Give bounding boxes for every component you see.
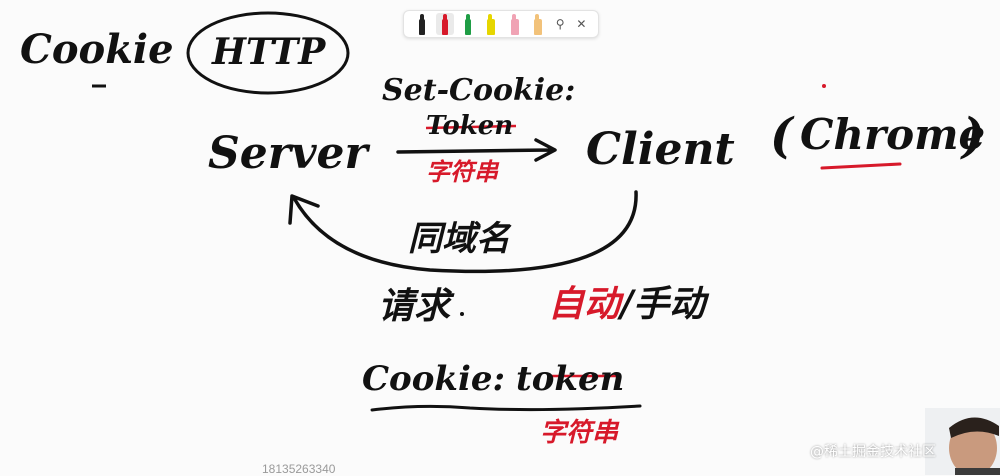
auto-label: 自动 [548, 283, 621, 325]
return-curve-arrow [292, 190, 638, 274]
annotation-toolbar: ⚲ ✕ [403, 10, 599, 38]
red-dot [822, 84, 826, 88]
red-pen-icon[interactable] [435, 13, 454, 35]
client-label: Client [586, 124, 735, 175]
chrome-label: Chrome [800, 110, 986, 159]
cookie-token-underline [370, 404, 642, 412]
string-annotation-top: 字符串 [426, 157, 498, 186]
return-arrow-head [288, 194, 320, 225]
zoom-icon[interactable]: ⚲ [555, 17, 565, 31]
cookie-title: Cookie [20, 26, 174, 73]
set-cookie-label: Set-Cookie: [382, 73, 576, 108]
request-label: 请求 [378, 285, 451, 327]
chrome-paren-close: ) [962, 108, 985, 164]
cookie-header-label: Cookie: [362, 359, 506, 399]
set-cookie-arrow [396, 138, 557, 162]
yellow-highlighter-icon[interactable] [482, 13, 500, 35]
pink-highlighter-icon[interactable] [506, 13, 524, 35]
phone-number: 18135263340 [262, 462, 336, 476]
black-pen-icon[interactable] [413, 13, 431, 35]
green-pen-icon[interactable] [459, 13, 477, 35]
string-annotation-bottom: 字符串 [540, 418, 619, 448]
request-dot [460, 312, 464, 316]
http-label: HTTP [212, 31, 326, 73]
chrome-paren-open: ( [770, 108, 793, 164]
orange-highlighter-icon[interactable] [529, 13, 547, 35]
watermark: @稀土掘金技术社区 [810, 444, 936, 460]
token-strike-top [425, 124, 517, 130]
chrome-underline [820, 162, 902, 170]
server-label: Server [208, 128, 368, 179]
presenter-webcam [925, 408, 1000, 475]
close-icon[interactable]: ✕ [576, 17, 587, 31]
domain-name-label: 同域名 [408, 219, 510, 259]
manual-label: /手动 [620, 283, 706, 325]
token-bottom: token [516, 359, 625, 399]
http-circle [186, 11, 350, 95]
token-top: Token [426, 111, 514, 141]
